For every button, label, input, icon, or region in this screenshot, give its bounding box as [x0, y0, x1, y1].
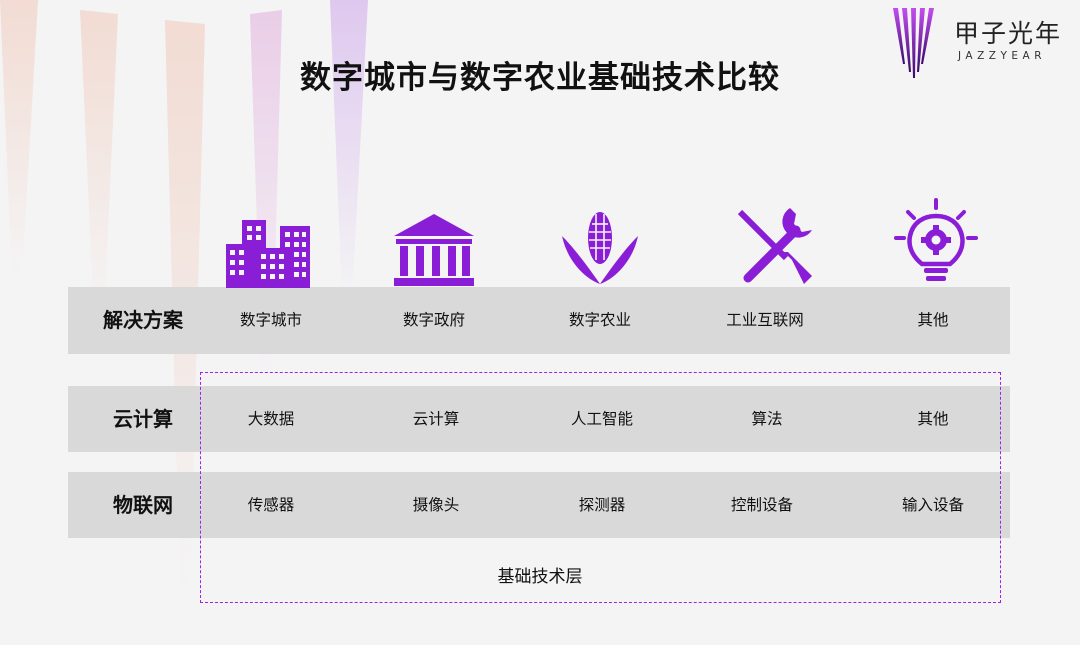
row-label-solutions: 解决方案 [103, 308, 183, 332]
government-building-icon [394, 214, 474, 286]
cell-cloud-computing: 云计算 [412, 410, 460, 428]
cell-detector: 探测器 [578, 496, 626, 514]
cell-other-cloud: 其他 [917, 410, 949, 428]
base-technology-layer-label: 基础技术层 [497, 567, 583, 587]
row-label-iot: 物联网 [113, 493, 173, 517]
logo-text-cn: 甲子光年 [954, 19, 1063, 48]
logo-mark-icon [893, 8, 934, 78]
base-technology-layer-box [200, 372, 1001, 603]
wrench-screwdriver-icon [737, 208, 812, 284]
lightbulb-gear-icon [894, 198, 978, 281]
row-solutions: 解决方案 数字城市 数字政府 数字农业 工业互联网 其他 [68, 287, 1010, 354]
cell-digital-agriculture: 数字农业 [568, 311, 631, 329]
cell-other-solutions: 其他 [917, 311, 949, 329]
cell-camera: 摄像头 [412, 496, 460, 514]
cell-ai: 人工智能 [570, 410, 633, 428]
row-cloud-computing: 云计算 大数据 云计算 人工智能 算法 其他 [68, 386, 1010, 452]
page-title: 数字城市与数字农业基础技术比较 [300, 60, 780, 96]
jazzyear-logo: 甲子光年 JAZZYEAR [890, 6, 1070, 78]
cell-industrial-internet: 工业互联网 [726, 311, 804, 329]
cell-algorithm: 算法 [751, 410, 783, 428]
cell-big-data: 大数据 [247, 410, 295, 428]
row-iot: 物联网 传感器 摄像头 探测器 控制设备 输入设备 [68, 472, 1010, 538]
city-buildings-icon [226, 220, 310, 288]
cell-input-device: 输入设备 [901, 496, 964, 514]
cell-digital-city: 数字城市 [239, 311, 302, 329]
cell-control-device: 控制设备 [730, 496, 793, 514]
cell-digital-government: 数字政府 [402, 311, 465, 329]
row-label-cloud-computing: 云计算 [113, 407, 173, 431]
cell-sensor: 传感器 [247, 496, 295, 514]
logo-text-en: JAZZYEAR [958, 50, 1047, 62]
corn-icon [562, 212, 638, 284]
